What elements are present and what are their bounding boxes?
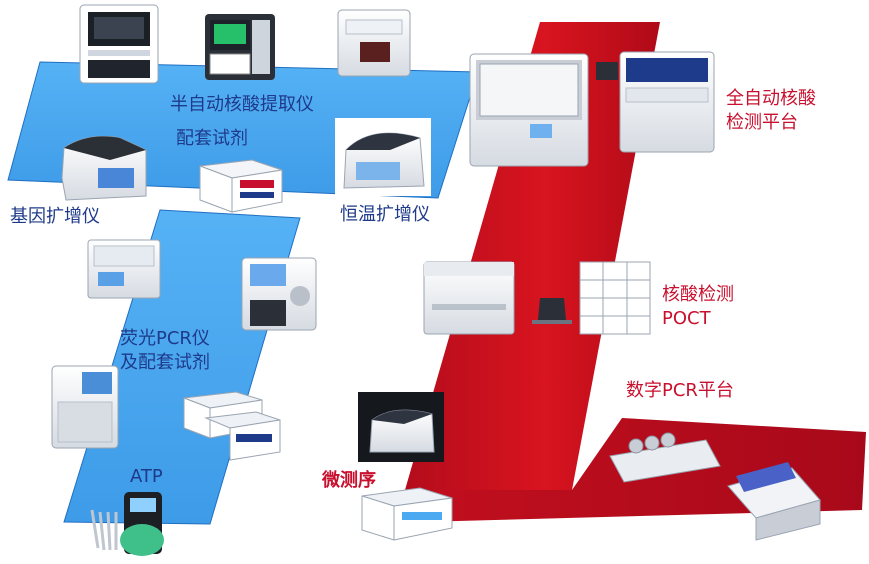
atp-label: ATP (130, 466, 163, 487)
poct-label-line1: 核酸检测 (662, 284, 734, 305)
atp-handheld-device (90, 492, 164, 556)
micro-sequencing-reagent-device (361, 487, 453, 541)
fluorescent-pcr-device-2 (241, 257, 317, 331)
digital-pcr-chip-device (609, 432, 721, 483)
full-auto-platform-label-line1: 全自动核酸 (726, 88, 816, 109)
gene-amplifier-device (61, 135, 147, 201)
poct-label-line2: POCT (662, 308, 711, 329)
full-auto-platform-label-line2: 检测平台 (726, 112, 798, 133)
fluorescent-pcr-label-line2: 及配套试剂 (120, 352, 210, 373)
semi-auto-extractor-label: 半自动核酸提取仪 (170, 94, 314, 115)
white-extractor-device (337, 9, 411, 77)
pcr-tower-device (51, 365, 119, 449)
digital-pcr-instrument-device (727, 462, 821, 541)
fluorescent-pcr-device-1 (87, 239, 161, 299)
matching-reagent-label: 配套试剂 (176, 128, 248, 149)
reagent-box-device (199, 159, 283, 213)
digital-pcr-label: 数字PCR平台 (626, 380, 734, 401)
thermostatic-amplifier-label: 恒温扩增仪 (340, 204, 430, 225)
micro-sequencing-label: 微测序 (322, 470, 376, 491)
poct-modules-stack-device (579, 261, 651, 335)
poct-laptop-device (532, 298, 572, 324)
fluorescent-pcr-label-line1: 荧光PCR仪 (120, 328, 210, 349)
full-auto-analyzer-device (596, 51, 715, 153)
thermostatic-amplifier-device (335, 118, 431, 196)
gene-amplifier-label: 基因扩增仪 (10, 206, 100, 227)
full-auto-workstation-device (469, 53, 589, 167)
poct-instrument-device (423, 261, 515, 335)
micro-sequencing-device (358, 392, 444, 462)
green-screen-extractor-device (205, 14, 275, 80)
black-extractor-device (79, 4, 159, 84)
pcr-reagent-boxes-device (183, 391, 281, 461)
